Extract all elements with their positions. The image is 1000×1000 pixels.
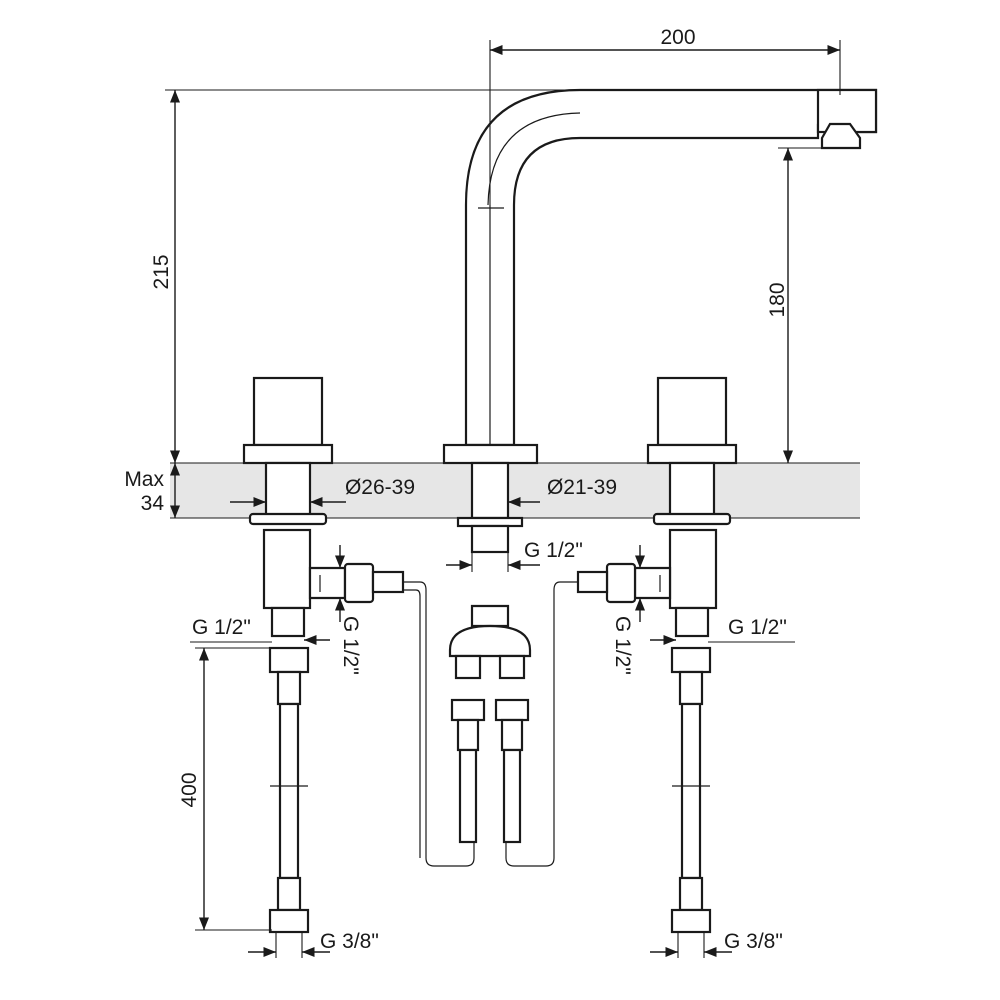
spout-nut [456, 516, 524, 528]
right-valve-body [668, 528, 718, 610]
label-34: 34 [141, 492, 165, 515]
right-hose [680, 702, 702, 880]
right-nut [652, 512, 732, 526]
label-right-g38: G 3/8" [724, 930, 783, 953]
left-nut [248, 512, 328, 526]
right-hose-crimp-bottom [678, 876, 704, 912]
label-left-g38: G 3/8" [320, 930, 379, 953]
mixer-left-crimp [456, 718, 480, 752]
label-hole-right: Ø21-39 [547, 476, 617, 499]
left-base-plate [242, 443, 334, 465]
right-hose-nut-bottom [670, 908, 712, 934]
right-base-plate [646, 443, 738, 465]
t-piece-top-nut [470, 604, 510, 628]
left-hose-nut-bottom [268, 908, 310, 934]
spout-base-plate [442, 443, 539, 465]
mixer-connection [403, 581, 578, 867]
mixer-right-hose [502, 748, 522, 844]
left-shank [264, 461, 312, 520]
label-right-hthread: G 1/2" [728, 616, 787, 639]
left-handle-assembly [242, 376, 405, 934]
t-piece-body [448, 624, 532, 658]
label-max: Max [124, 468, 164, 491]
label-left-vthread: G 1/2" [339, 616, 362, 675]
right-side-connector [576, 570, 609, 594]
mixer-right-nut [494, 698, 530, 722]
right-hose-nut-top [670, 646, 712, 674]
label-right-vthread: G 1/2" [611, 616, 634, 675]
left-side-port [308, 566, 347, 600]
spout-thread [470, 524, 510, 554]
right-side-port [633, 566, 672, 600]
right-shank [668, 461, 716, 520]
right-hose-crimp-top [678, 670, 704, 706]
label-hole-left: Ø26-39 [345, 476, 415, 499]
mixer-right-crimp [500, 718, 524, 752]
left-hose-crimp-top [276, 670, 302, 706]
spout [442, 88, 878, 554]
mixer-left-hose [458, 748, 478, 844]
label-180: 180 [766, 282, 789, 317]
left-supply-hose-inner [403, 589, 421, 858]
left-knob [252, 376, 324, 447]
mixer-left-nut [450, 698, 486, 722]
left-valve-lower [270, 606, 306, 638]
left-side-connector [371, 570, 405, 594]
label-215: 215 [150, 254, 173, 289]
left-supply-hose [403, 581, 475, 867]
left-side-nut [343, 562, 375, 604]
spout-shank [470, 461, 510, 520]
label-400: 400 [178, 772, 201, 807]
left-hose-crimp-bottom [276, 876, 302, 912]
t-piece-left-leg [454, 654, 482, 680]
label-left-hthread: G 1/2" [192, 616, 251, 639]
right-handle-assembly [576, 376, 738, 934]
dimension-lines [165, 40, 860, 958]
label-200: 200 [660, 26, 695, 49]
dimension-labels: 200 215 180 Max 34 Ø26-39 Ø21-39 G 1/2" … [124, 26, 789, 953]
right-supply-hose [505, 581, 578, 867]
right-knob [656, 376, 728, 447]
t-piece-right-leg [498, 654, 526, 680]
right-side-nut [605, 562, 637, 604]
left-hose-nut-top [268, 646, 310, 674]
right-valve-lower [674, 606, 710, 638]
left-hose [278, 702, 300, 880]
label-center-thread: G 1/2" [524, 539, 583, 562]
left-valve-body [262, 528, 312, 610]
